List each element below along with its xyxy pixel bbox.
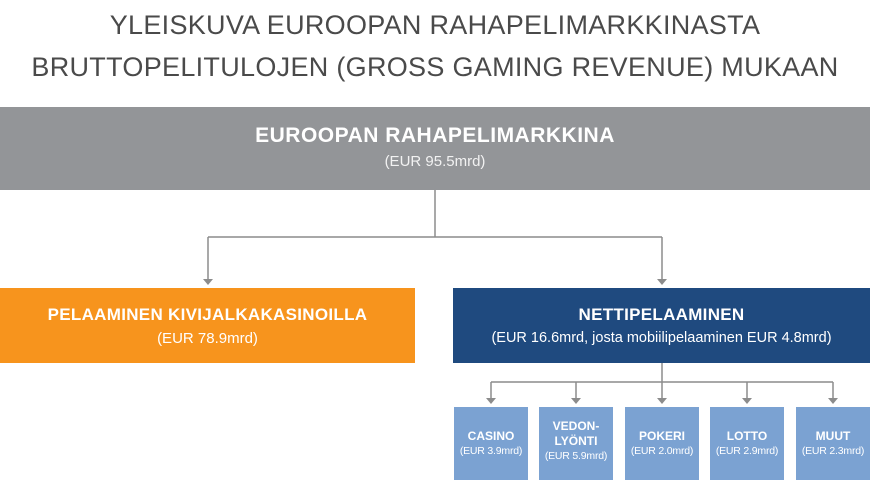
node-online-gambling: NETTIPELAAMINEN (EUR 16.6mrd, josta mobi… — [453, 288, 870, 363]
land-based-label: PELAAMINEN KIVIJALKAKASINOILLA — [47, 305, 368, 324]
node-land-based-casinos: PELAAMINEN KIVIJALKAKASINOILLA (EUR 78.9… — [0, 288, 415, 363]
diagram-title-line-1: YLEISKUVA EUROOPAN RAHAPELIMARKKINASTA — [109, 10, 761, 40]
root-node-label: EUROOPAN RAHAPELIMARKKINA — [255, 124, 615, 147]
root-node-european-market: EUROOPAN RAHAPELIMARKKINA (EUR 95.5mrd) — [0, 107, 870, 190]
segment-label: CASINO — [467, 429, 515, 443]
segment-value: (EUR 2.0mrd) — [630, 445, 694, 457]
segment-label: VEDON- LYÖNTI — [552, 419, 600, 448]
segment-label: MUUT — [815, 429, 851, 443]
online-label: NETTIPELAAMINEN — [578, 305, 745, 324]
arrowhead-other — [828, 398, 838, 404]
segment-lotto: LOTTO (EUR 2.9mrd) — [710, 407, 784, 480]
segment-other: MUUT (EUR 2.3mrd) — [796, 407, 870, 480]
root-node-value: (EUR 95.5mrd) — [384, 153, 486, 170]
arrowhead-poker — [657, 398, 667, 404]
segment-label: POKERI — [638, 429, 685, 443]
online-value: (EUR 16.6mrd, josta mobiilipelaaminen EU… — [491, 330, 832, 346]
arrowhead-betting — [571, 398, 581, 404]
arrowhead-lotto — [742, 398, 752, 404]
arrowhead-online — [657, 279, 667, 285]
arrowhead-land — [203, 279, 213, 285]
segment-value: (EUR 3.9mrd) — [459, 445, 523, 457]
segment-casino: CASINO (EUR 3.9mrd) — [454, 407, 528, 480]
segment-poker: POKERI (EUR 2.0mrd) — [625, 407, 699, 480]
land-based-value: (EUR 78.9mrd) — [157, 330, 258, 347]
diagram-title-line-2: BRUTTOPELITULOJEN (GROSS GAMING REVENUE)… — [31, 52, 839, 82]
segment-value: (EUR 5.9mrd) — [544, 450, 608, 462]
segment-betting: VEDON- LYÖNTI (EUR 5.9mrd) — [539, 407, 613, 480]
segment-label: LOTTO — [726, 429, 768, 443]
segment-value: (EUR 2.3mrd) — [801, 445, 865, 457]
segment-value: (EUR 2.9mrd) — [715, 445, 779, 457]
arrowhead-casino — [486, 398, 496, 404]
